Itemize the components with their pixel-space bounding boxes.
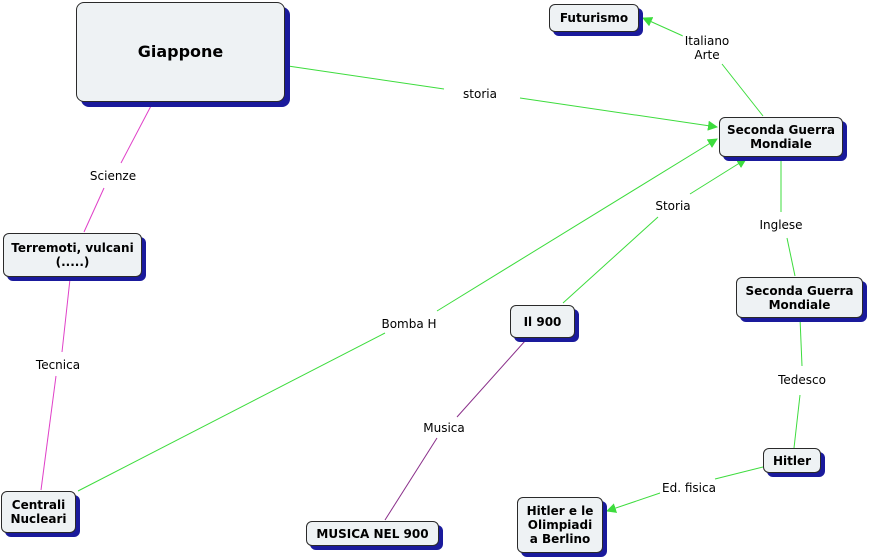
concept-node-centrali-nucleari[interactable]: Centrali Nucleari bbox=[1, 491, 76, 533]
concept-node-giappone[interactable]: Giappone bbox=[76, 2, 285, 102]
link-label-musica: Musica bbox=[421, 420, 467, 436]
edge-seconda-guerra-2-tedesco bbox=[799, 317, 803, 367]
concept-node-hitler[interactable]: Hitler bbox=[763, 448, 821, 473]
link-label-tecnica: Tecnica bbox=[33, 357, 83, 373]
link-label-italiano-arte: Italiano Arte bbox=[682, 33, 732, 63]
concept-node-seconda-guerra-mondiale-2[interactable]: Seconda Guerra Mondiale bbox=[736, 277, 863, 318]
edge-bomba-seconda-guerra bbox=[436, 138, 718, 312]
edge-hitler-edfisica bbox=[714, 466, 764, 480]
edge-musica-musica900 bbox=[384, 437, 438, 521]
link-label-scienze: Scienze bbox=[87, 168, 139, 184]
link-label-ed-fisica: Ed. fisica bbox=[660, 480, 718, 496]
edge-seconda-guerra-italiano bbox=[721, 63, 764, 117]
concept-node-musica-nel-900[interactable]: MUSICA NEL 900 bbox=[306, 521, 439, 546]
link-label-bomba-h: Bomba H bbox=[379, 316, 439, 332]
concept-node-terremoti-vulcani[interactable]: Terremoti, vulcani (.....) bbox=[3, 233, 142, 277]
edge-giappone-storia bbox=[287, 65, 445, 90]
link-label-tedesco: Tedesco bbox=[776, 372, 828, 388]
concept-node-hitler-olimpiadi[interactable]: Hitler e le Olimpiadi a Berlino bbox=[517, 497, 603, 553]
edge-edfisica-olimpiadi bbox=[606, 491, 664, 513]
edge-storia-seconda-guerra-2 bbox=[689, 158, 747, 195]
edge-storia-seconda-guerra bbox=[519, 97, 718, 131]
edge-centrali-bomba bbox=[77, 332, 386, 492]
link-label-inglese: Inglese bbox=[757, 217, 805, 233]
edge-tedesco-hitler bbox=[793, 394, 801, 449]
concept-node-seconda-guerra-mondiale[interactable]: Seconda Guerra Mondiale bbox=[719, 117, 843, 157]
edge-giappone-scienze bbox=[120, 103, 153, 164]
edge-il900-musica bbox=[456, 340, 526, 418]
edge-italiano-futurismo bbox=[642, 17, 684, 37]
edge-scienze-terremoti bbox=[83, 187, 105, 233]
edge-tecnica-centrali bbox=[40, 375, 57, 491]
edge-terremoti-tecnica bbox=[61, 278, 71, 353]
link-label-storia: storia bbox=[461, 86, 499, 102]
edge-il900-storia bbox=[562, 216, 659, 304]
edge-inglese-seconda-guerra-2 bbox=[786, 237, 796, 277]
concept-node-il-900[interactable]: Il 900 bbox=[510, 305, 575, 338]
concept-node-futurismo[interactable]: Futurismo bbox=[549, 4, 639, 32]
link-label-storia-2: Storia bbox=[653, 198, 693, 214]
